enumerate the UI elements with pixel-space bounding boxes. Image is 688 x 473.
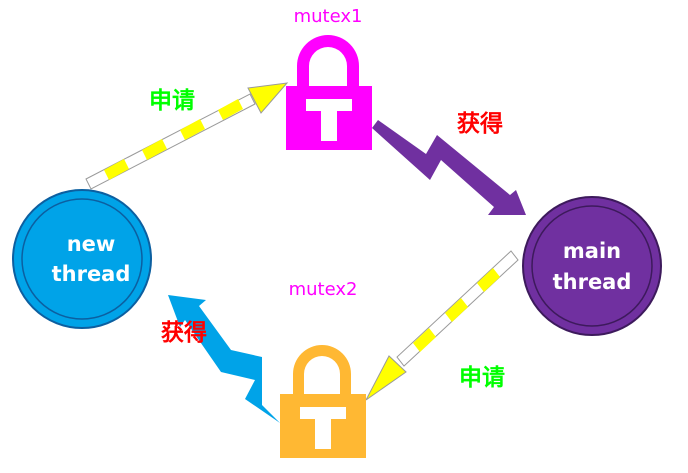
new-thread-label-line2: thread [52,262,131,286]
main-thread-label-line2: thread [553,270,632,294]
new-thread-label-line1: new [67,232,116,256]
request-label-2: 申请 [459,364,505,391]
main-thread-node: main thread [522,196,662,336]
acquire-label-2: 获得 [161,319,207,346]
mutex1-label: mutex1 [294,6,363,27]
main-thread-label-line1: main [563,239,621,263]
mutex2-label: mutex2 [289,279,358,300]
request-label-1: 申请 [149,87,195,114]
mutex2-padlock-icon [280,345,366,458]
request-arrow-new-to-mutex1 [85,82,289,190]
acquire-arrow-mutex1-to-main [372,120,526,215]
mutex1-padlock-icon [286,35,372,150]
request-arrow-main-to-mutex2 [365,250,519,401]
acquire-label-1: 获得 [457,110,503,137]
new-thread-node: new thread [12,189,152,329]
acquire-arrow-mutex2-to-new [168,295,280,423]
